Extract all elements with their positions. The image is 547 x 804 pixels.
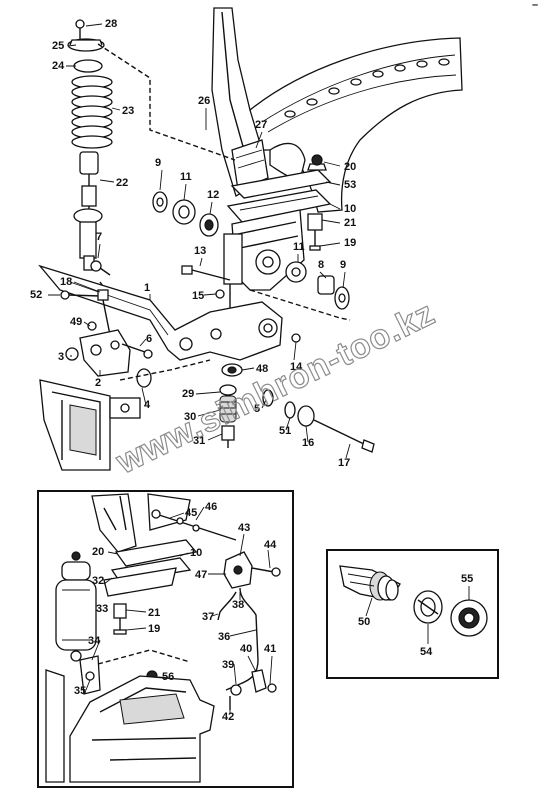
callout-48: 48 — [256, 363, 268, 375]
callout-25: 25 — [52, 40, 64, 52]
callout-49: 49 — [70, 316, 82, 328]
callout-18: 18 — [60, 276, 72, 288]
detail-callouts: 45 46 43 20 10 44 47 32 21 19 38 37 33 3… — [74, 501, 277, 723]
rear-bushings — [249, 261, 351, 321]
callout-50: 50 — [358, 616, 370, 628]
detail-shock — [55, 551, 97, 662]
callout-1: 1 — [144, 282, 150, 294]
callout-20d: 20 — [92, 546, 104, 558]
callout-42: 42 — [222, 711, 234, 723]
callout-21: 21 — [344, 217, 356, 229]
callout-29: 29 — [182, 388, 194, 400]
callout-5: 5 — [254, 403, 260, 415]
callout-2: 2 — [95, 377, 101, 389]
callout-33: 33 — [96, 603, 108, 615]
callout-14: 14 — [290, 361, 303, 373]
coil-spring — [71, 75, 113, 149]
callout-36: 36 — [218, 631, 230, 643]
callout-56: 56 — [162, 671, 174, 683]
callout-6: 6 — [146, 333, 152, 345]
callout-19: 19 — [344, 237, 356, 249]
callout-4: 4 — [144, 399, 151, 411]
callout-41: 41 — [264, 643, 276, 655]
callout-52: 52 — [30, 289, 42, 301]
callout-40: 40 — [240, 643, 252, 655]
callout-20: 20 — [344, 161, 356, 173]
callout-9a: 9 — [155, 157, 161, 169]
detail-box: 45 46 43 20 10 44 47 32 21 19 38 37 33 3… — [37, 490, 294, 788]
callout-7: 7 — [96, 231, 102, 243]
mount-plates — [223, 169, 332, 318]
callout-12: 12 — [207, 189, 219, 201]
callout-31: 31 — [193, 435, 205, 447]
callout-9b: 9 — [340, 259, 346, 271]
callout-24: 24 — [52, 60, 65, 72]
callout-17: 17 — [338, 457, 350, 469]
front-bushings — [152, 191, 219, 237]
bolt-13 — [181, 265, 231, 299]
callout-44: 44 — [264, 539, 277, 551]
callout-13: 13 — [194, 245, 206, 257]
callout-21d: 21 — [148, 607, 160, 619]
corner-mark: – — [532, 0, 538, 11]
callout-10d: 10 — [190, 547, 202, 559]
callout-10: 10 — [344, 203, 356, 215]
callout-34: 34 — [88, 635, 101, 647]
callout-47: 47 — [195, 569, 207, 581]
bushing-inset: 50 54 55 — [326, 549, 499, 679]
callout-43: 43 — [238, 522, 250, 534]
callout-27: 27 — [255, 119, 267, 131]
callout-16: 16 — [302, 437, 314, 449]
lower-bracket — [65, 321, 211, 388]
link-bolt — [60, 289, 111, 336]
callout-39: 39 — [222, 659, 234, 671]
callout-45: 45 — [185, 507, 197, 519]
callout-11b: 11 — [293, 241, 305, 253]
callout-38: 38 — [232, 599, 244, 611]
callout-37: 37 — [202, 611, 214, 623]
callout-30: 30 — [184, 411, 196, 423]
main-leaders — [48, 23, 351, 459]
body-frame — [211, 7, 463, 213]
callout-11a: 11 — [180, 171, 192, 183]
right-fasteners — [307, 154, 327, 251]
callout-55: 55 — [461, 573, 473, 585]
callout-53: 53 — [344, 179, 356, 191]
callout-51: 51 — [279, 425, 291, 437]
callout-35: 35 — [74, 685, 86, 697]
shock-assembly — [67, 19, 236, 297]
bump-stops — [219, 363, 243, 448]
callout-23: 23 — [122, 105, 134, 117]
main-callouts: 28 25 24 23 22 9 11 12 26 27 20 53 10 21… — [30, 18, 356, 469]
callout-54: 54 — [420, 646, 433, 658]
callout-26: 26 — [198, 95, 210, 107]
chassis-rail — [39, 379, 141, 471]
callout-15: 15 — [192, 290, 204, 302]
callout-28: 28 — [105, 18, 117, 30]
arch-holes — [284, 58, 450, 118]
callout-3: 3 — [58, 351, 64, 363]
callout-32: 32 — [92, 575, 104, 587]
main-exploded-view: 28 25 24 23 22 9 11 12 26 27 20 53 10 21… — [30, 7, 463, 471]
detail-leaders — [85, 506, 273, 714]
callout-46: 46 — [205, 501, 217, 513]
callout-8: 8 — [318, 259, 324, 271]
callout-19d: 19 — [148, 623, 160, 635]
callout-22: 22 — [116, 177, 128, 189]
